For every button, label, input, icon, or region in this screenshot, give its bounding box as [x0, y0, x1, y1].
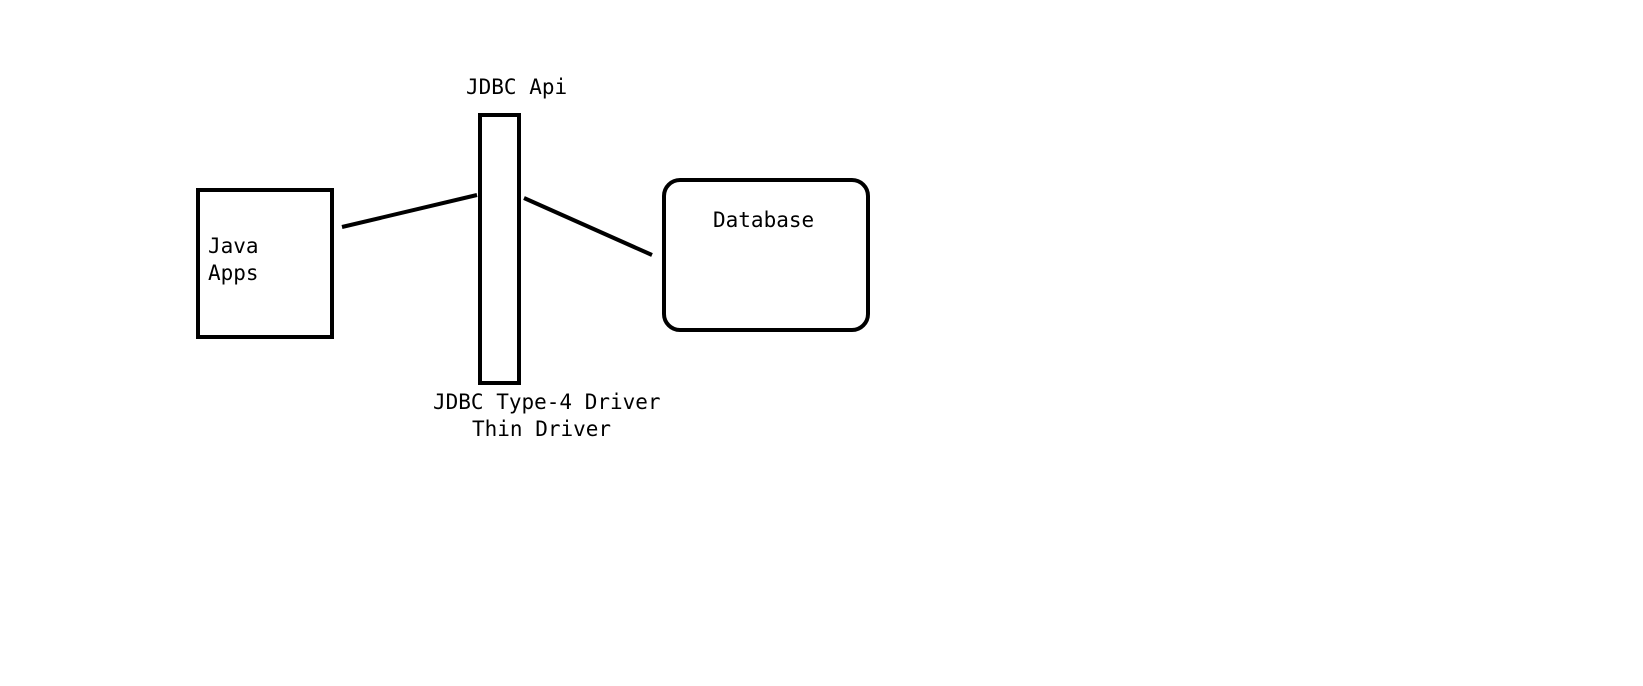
- jdbc-api-label: JDBC Api: [466, 75, 568, 99]
- connector-java-to-jdbc: [341, 193, 478, 229]
- database-label: Database: [713, 208, 815, 232]
- database-box: [662, 178, 870, 332]
- jdbc-api-bar: [478, 113, 521, 385]
- connector-jdbc-to-database: [523, 196, 653, 257]
- java-apps-box: [196, 188, 334, 339]
- driver-label-line-2: Thin Driver: [472, 417, 612, 441]
- driver-label-line-1: JDBC Type-4 Driver: [433, 390, 661, 414]
- java-apps-label-line-2: Apps: [208, 261, 259, 285]
- java-apps-label-line-1: Java: [208, 234, 259, 258]
